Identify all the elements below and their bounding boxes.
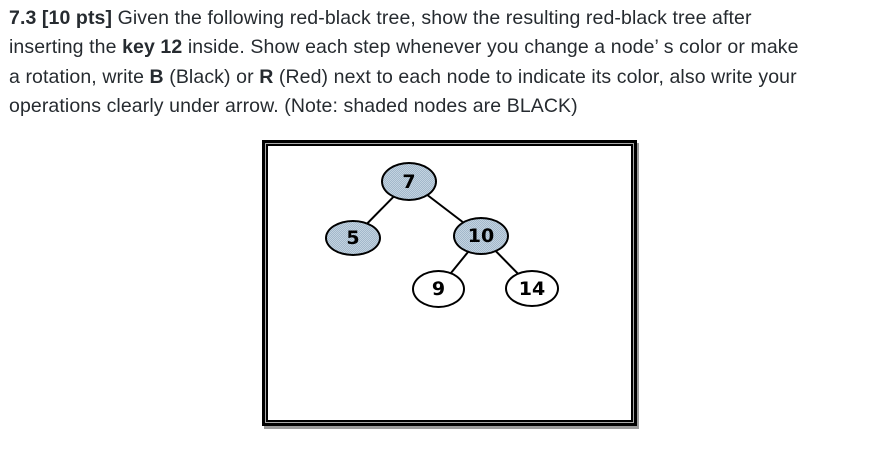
question-number: 7.3 [10 pts] xyxy=(9,7,113,29)
question-text-segment: (Black) or xyxy=(163,65,260,88)
question-line-1: 7.3 [10 pts] Given the following red-bla… xyxy=(9,4,889,33)
diagram-box: 7 5 10 9 14 xyxy=(262,140,637,426)
tree-node-10: 10 xyxy=(453,217,509,255)
question-text-segment: Given the following red-black tree, show… xyxy=(112,7,752,29)
key-emphasis: key 12 xyxy=(122,36,183,59)
node-label: 14 xyxy=(518,277,546,300)
question-line-2: inserting the key 12 inside. Show each s… xyxy=(9,33,889,62)
tree-node-9: 9 xyxy=(412,270,465,308)
question-text-segment: operations clearly under arrow. (Note: s… xyxy=(9,95,578,118)
tree-node-14: 14 xyxy=(505,270,559,307)
question-text-segment: inserting the xyxy=(9,36,123,59)
question-line-3: a rotation, write B (Black) or R (Red) n… xyxy=(9,63,889,92)
question-text-segment: a rotation, write xyxy=(9,65,150,88)
node-label: 7 xyxy=(402,170,416,193)
node-label: 10 xyxy=(467,225,495,247)
question-text: 7.3 [10 pts] Given the following red-bla… xyxy=(9,4,889,122)
tree-node-5: 5 xyxy=(325,220,381,256)
question-text-segment: (Red) next to each node to indicate its … xyxy=(273,65,797,88)
red-black-tree-diagram: 7 5 10 9 14 xyxy=(266,144,633,422)
question-text-segment: inside. Show each step whenever you chan… xyxy=(182,36,799,59)
red-letter-emphasis: R xyxy=(259,65,274,88)
black-letter-emphasis: B xyxy=(149,65,164,88)
tree-node-7: 7 xyxy=(381,162,437,201)
node-label: 9 xyxy=(431,278,446,300)
node-label: 5 xyxy=(346,227,360,249)
question-line-4: operations clearly under arrow. (Note: s… xyxy=(9,92,889,121)
